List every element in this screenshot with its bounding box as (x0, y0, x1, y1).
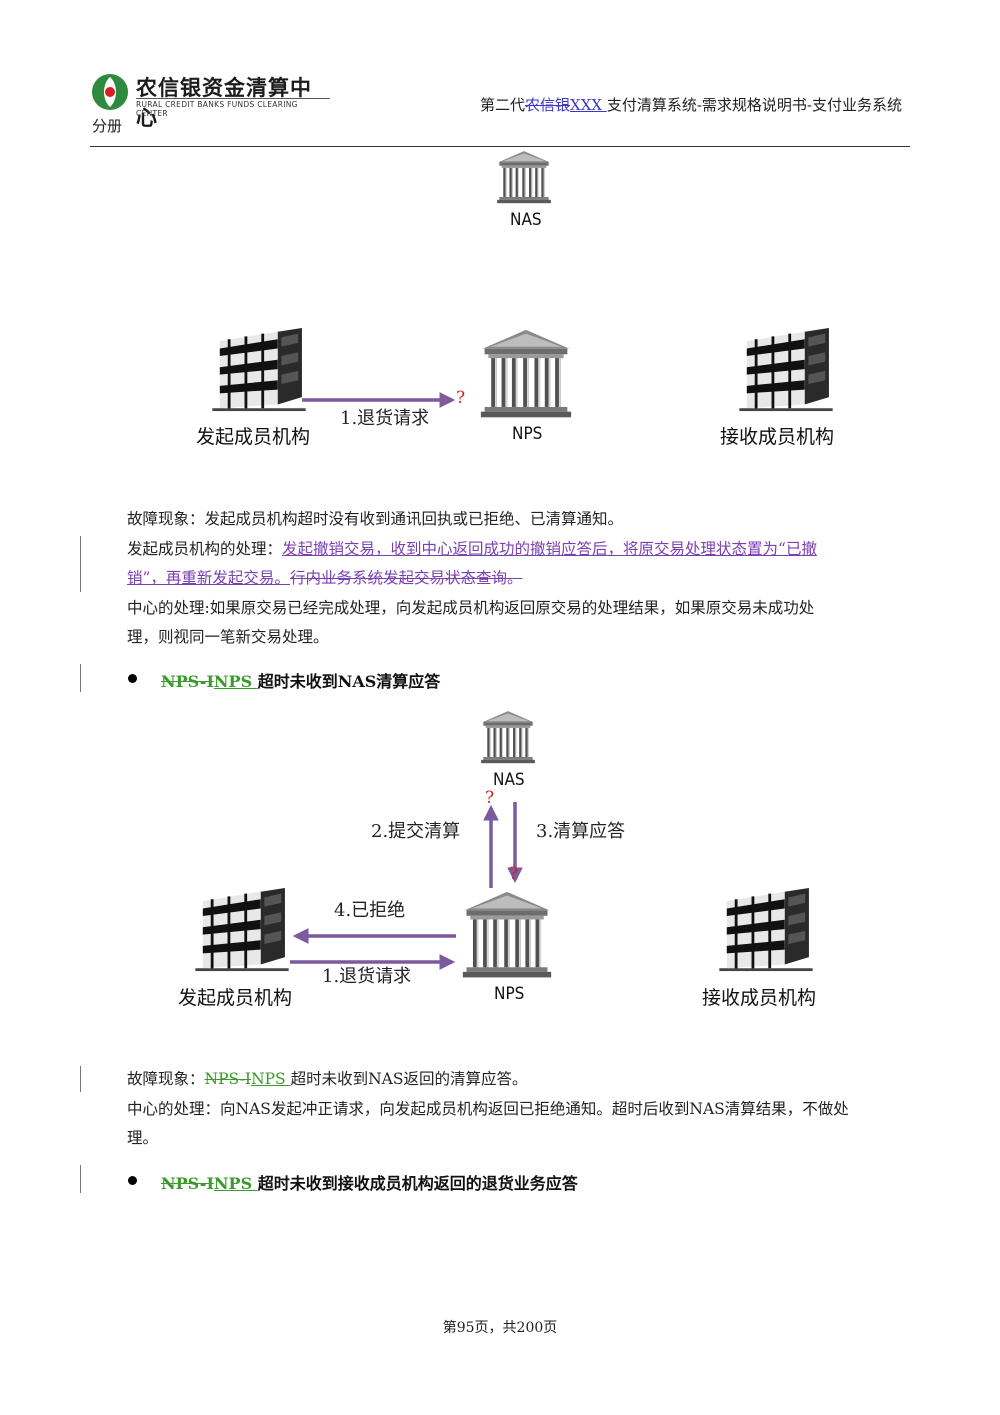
nas-label: NAS (493, 770, 525, 790)
header-title-deleted: 农信银 (525, 96, 571, 114)
bullet-heading-2: NPS-INPS 超时未收到接收成员机构返回的退货业务应答 (161, 1174, 578, 1193)
bullet-heading-1: NPS-INPS 超时未收到NAS清算应答 (161, 672, 441, 691)
sender-label: 发起成员机构 (196, 426, 311, 448)
nps-building-icon (476, 328, 576, 422)
nas-building-icon (488, 150, 560, 206)
logo-emblem-icon (92, 74, 128, 110)
logo-name-cn: 农信银资金清算中心 (136, 76, 312, 130)
arrows-sender-nps (290, 928, 456, 970)
nps-building-icon (458, 890, 556, 982)
nps-label: NPS (494, 984, 525, 1004)
qmark-3: ? (509, 864, 519, 884)
receiver-label: 接收成员机构 (720, 426, 835, 448)
logo-name-en: RURAL CREDIT BANKS FUNDS CLEARING CENTER (136, 98, 330, 118)
sender-label: 发起成员机构 (178, 987, 293, 1009)
change-bar (80, 1165, 81, 1193)
header-title-inserted: XXX (570, 96, 607, 114)
arrow-4-label: 4.已拒绝 (334, 900, 406, 921)
nps-label: NPS (512, 424, 543, 444)
sender-handling: 发起成员机构的处理：发起撤销交易，收到中心返回成功的撤销应答后，将原交易处理状态… (127, 540, 817, 587)
diagram-2: NAS ? ? 2.提交清算 3.清算应答 NPS 发起成员机构 接收成员机构 … (0, 706, 1000, 1016)
change-bar (80, 536, 81, 592)
receiver-building-icon (718, 888, 814, 972)
receiver-label: 接收成员机构 (702, 987, 817, 1009)
bullet-dot (128, 674, 137, 683)
bullet-dot (128, 1176, 137, 1185)
diagram-1: NAS NPS 发起成员机构 接收成员机构 ? 1.退货请求 (0, 148, 1000, 468)
nas-building-icon (472, 710, 544, 766)
change-bar (80, 664, 81, 692)
nas-label: NAS (510, 210, 542, 230)
center-handling-2: 中心的处理：向NAS发起冲正请求，向发起成员机构返回已拒绝通知。超时后收到NAS… (127, 1100, 849, 1147)
qmark-2: ? (485, 788, 495, 808)
header-title: 第二代农信银XXX 支付清算系统-需求规格说明书-支付业务系统 (480, 96, 902, 114)
arrow-3-label: 3.清算应答 (536, 821, 626, 842)
arrow-1-return-request (302, 392, 456, 408)
receiver-building-icon (738, 328, 834, 412)
page-number: 第95页，共200页 (442, 1320, 558, 1336)
qmark-1: ? (456, 388, 466, 408)
sender-building-icon (210, 328, 308, 412)
symptom-1: 故障现象：发起成员机构超时没有收到通讯回执或已拒绝、已清算通知。 (127, 510, 624, 528)
sender-building-icon (193, 888, 291, 972)
arrow-1-label: 1.退货请求 (340, 408, 430, 429)
header-rule (90, 146, 910, 147)
header-title-line2: 分册 (92, 117, 123, 135)
change-bar (80, 1066, 81, 1092)
logo: 农信银资金清算中心 RURAL CREDIT BANKS FUNDS CLEAR… (90, 70, 330, 130)
arrow-2-label: 2.提交清算 (371, 821, 461, 842)
symptom-2: 故障现象：NPS-INPS 超时未收到NAS返回的清算应答。 (127, 1070, 528, 1088)
center-handling-1: 中心的处理:如果原交易已经完成处理，向发起成员机构返回原交易的处理结果，如果原交… (127, 599, 815, 646)
arrow-1-label: 1.退货请求 (322, 966, 412, 987)
arrows-nps-nas (483, 802, 523, 888)
